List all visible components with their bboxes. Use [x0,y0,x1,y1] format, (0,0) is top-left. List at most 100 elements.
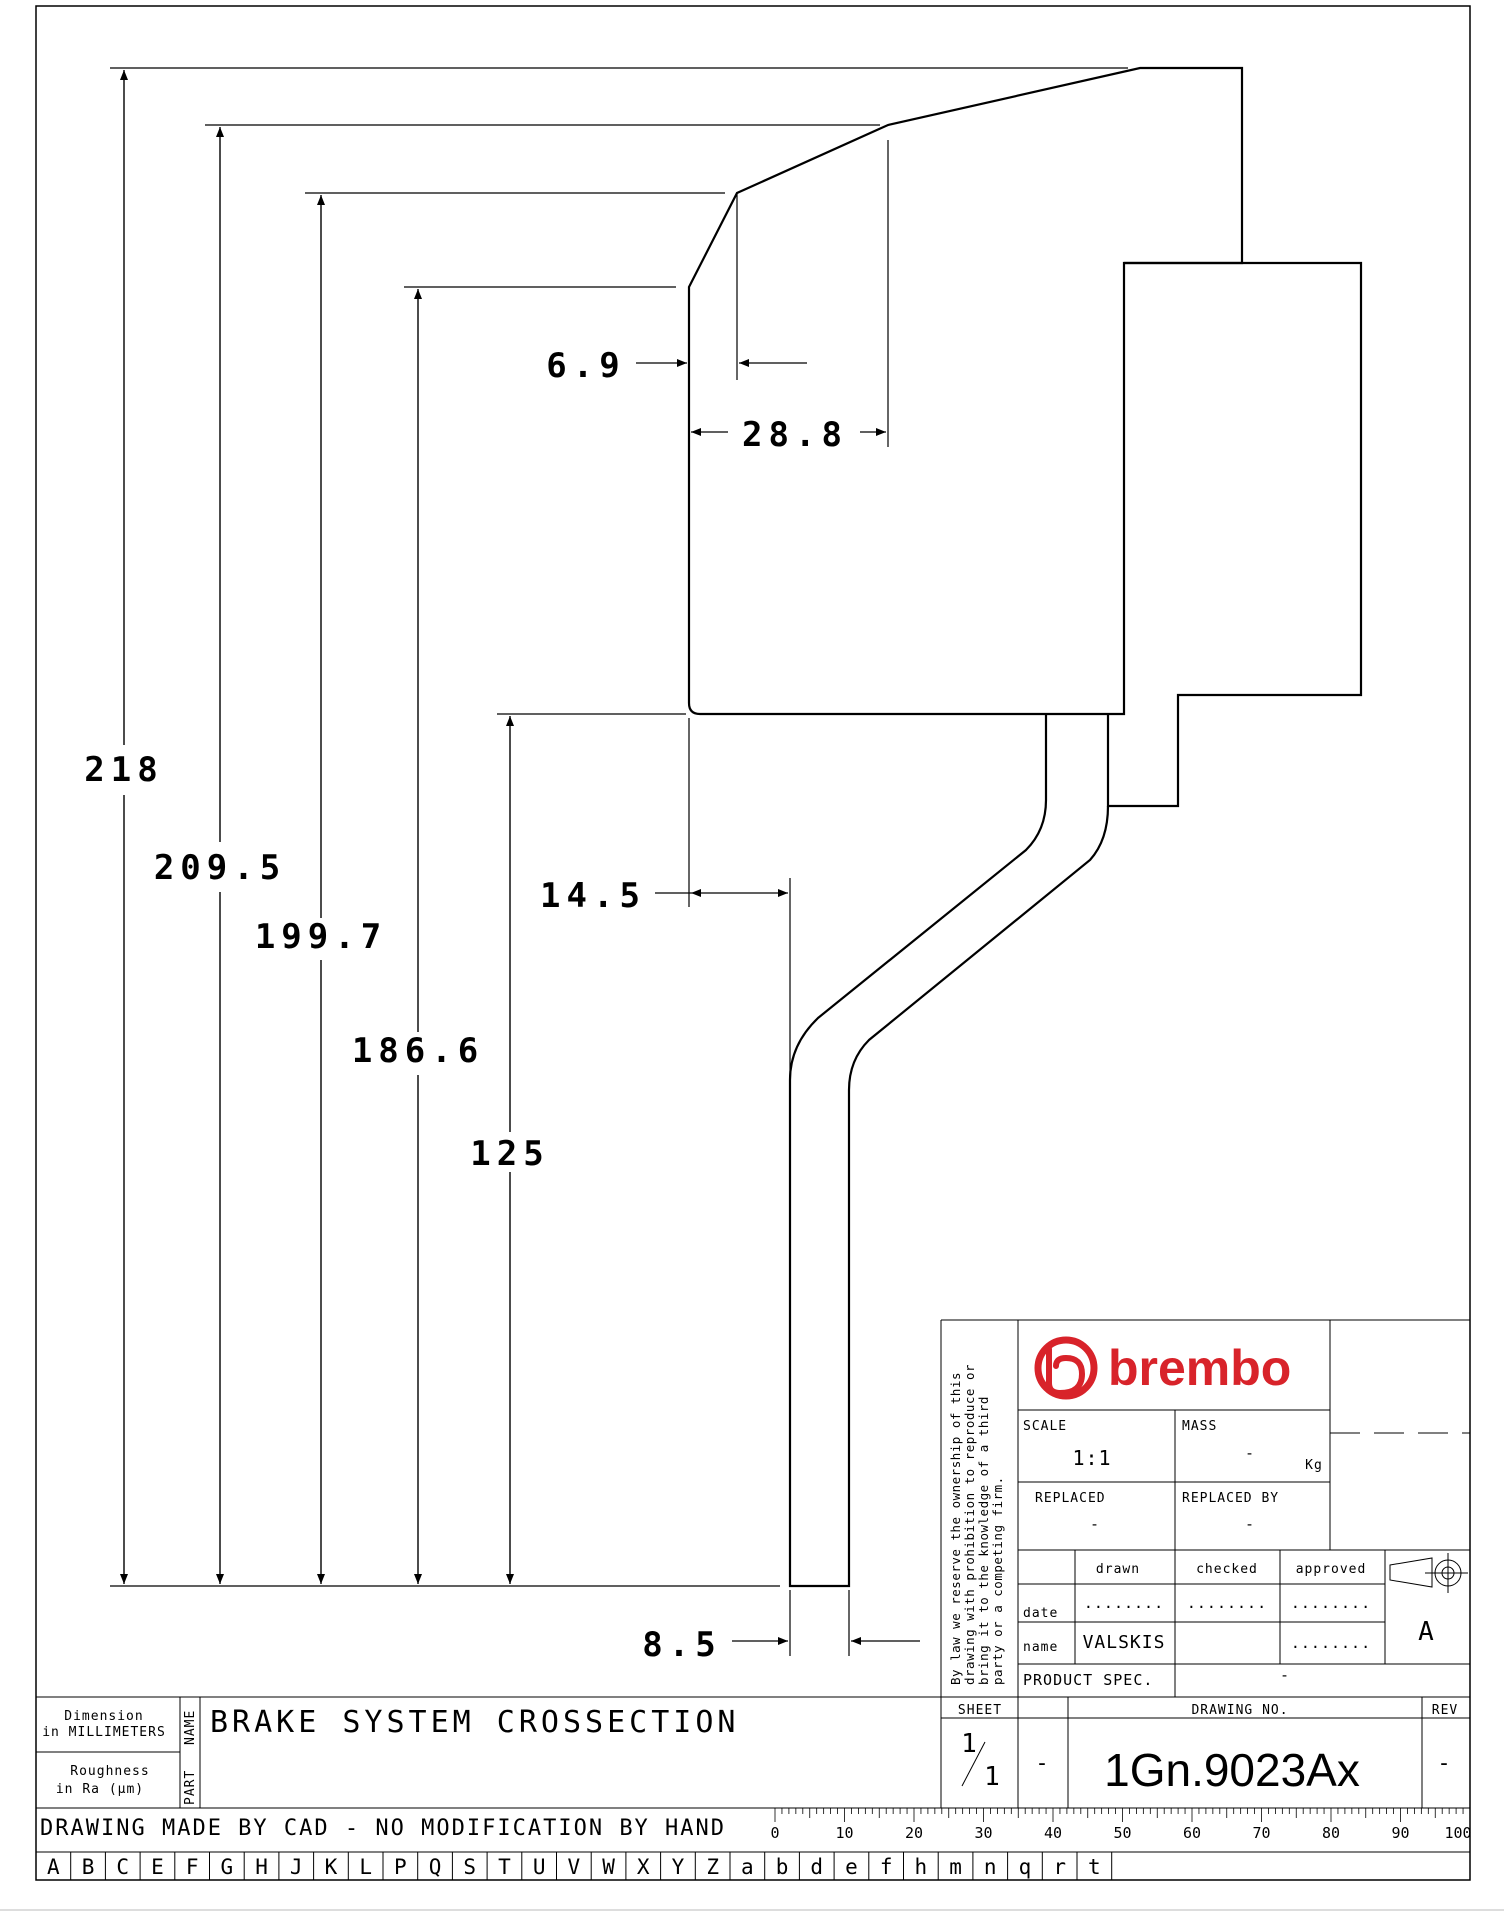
legal-note-line-4: party or a competing firm. [990,1476,1005,1685]
grid-letter: b [776,1855,789,1879]
sheet-number: 1 [961,1729,979,1759]
date-approved: ........ [1291,1594,1371,1612]
ruler-label: 60 [1183,1824,1201,1842]
name-label: name [1023,1640,1058,1655]
grid-letter: L [359,1855,372,1879]
grid-letter: G [221,1855,234,1879]
grid-letter: W [602,1855,615,1879]
sheet-label: SHEET [958,1703,1002,1718]
grid-letter: d [810,1855,823,1879]
replaced-by-label: REPLACED BY [1182,1491,1279,1506]
dimension-199-7: 199.7 [255,192,725,1584]
projection-symbol-icon [1389,1553,1468,1593]
grid-letter: t [1088,1855,1101,1879]
grid-letter: a [741,1855,754,1879]
roughness-note-1: Roughness [70,1764,149,1779]
rev-label: REV [1432,1703,1458,1718]
grid-letter: H [255,1855,268,1879]
mass-label: MASS [1182,1419,1217,1434]
grid-letter: P [394,1855,407,1879]
date-drawn: ........ [1084,1594,1164,1612]
dim-209-5-label: 209.5 [154,848,286,888]
part-name: BRAKE SYSTEM CROSSECTION [210,1705,739,1740]
grid-letter: T [498,1855,511,1879]
ruler-label: 50 [1113,1824,1131,1842]
dim-199-7-label: 199.7 [255,917,387,957]
grid-letter: C [116,1855,129,1879]
grid-letter: Z [706,1855,719,1879]
grid-letter: E [151,1855,164,1879]
ruler-label: 40 [1044,1824,1062,1842]
product-spec-label: PRODUCT SPEC. [1023,1671,1153,1689]
dim-125-label: 125 [470,1134,549,1174]
title-block [36,1319,1470,1853]
drawn-by-name: VALSKIS [1083,1632,1166,1653]
grid-letter: r [1053,1855,1066,1879]
mass-value: - [1245,1444,1255,1462]
sheet-dash: - [1035,1751,1050,1776]
replaced-value: - [1090,1515,1100,1533]
grid-letter: F [186,1855,199,1879]
grid-letter: V [568,1855,581,1879]
dim-28-8-label: 28.8 [742,415,848,455]
grid-letter: m [949,1855,962,1879]
sheet-border [35,5,1471,1881]
rev-value: - [1437,1751,1452,1776]
dimension-14-5: 14.5 [540,718,791,1586]
grid-letter: X [637,1855,650,1879]
ruler-label: 70 [1252,1824,1270,1842]
brembo-logo: brembo [1034,1336,1291,1400]
legal-note-line-3: bring it to the knowledge of a third [976,1396,991,1685]
brembo-logo-mark [1034,1336,1098,1400]
approved-label: approved [1296,1562,1367,1577]
ruler-label: 100 [1444,1824,1471,1842]
dimension-125: 125 [470,713,686,1584]
dimension-186-6: 186.6 [352,286,676,1584]
dimension-6-9: 6.9 [546,193,807,386]
drawing-no-label: DRAWING NO. [1191,1703,1288,1718]
grid-letter: f [880,1855,893,1879]
grid-letter: Y [672,1855,685,1879]
dim-14-5-label: 14.5 [540,876,646,916]
grid-letter: A [47,1855,60,1879]
name-side-label: NAME [183,1710,198,1745]
mass-unit: Kg [1305,1458,1323,1473]
dimension-209-5: 209.5 [154,124,880,1584]
legal-note: By law we reserve the ownership of this … [948,1364,1005,1685]
dimension-note-2: in MILLIMETERS [42,1725,166,1740]
ruler-label: 10 [835,1824,853,1842]
dim-6-9-label: 6.9 [546,346,625,386]
scale-label: SCALE [1023,1419,1067,1434]
brembo-wordmark: brembo [1108,1340,1291,1396]
ruler-label: 30 [974,1824,992,1842]
dimension-note-1: Dimension [64,1709,143,1724]
replaced-by-value: - [1245,1515,1255,1533]
dimension-218: 218 [84,67,1128,1587]
legal-note-line-2: drawing with prohibition to reproduce or [962,1364,977,1685]
grid-letter: h [915,1855,928,1879]
grid-letter: K [325,1855,338,1879]
drawing-number: 1Gn.9023Ax [1104,1744,1360,1796]
legal-note-line-1: By law we reserve the ownership of this [948,1372,963,1685]
grid-letter: U [533,1855,546,1879]
part-side-label: PART [183,1770,198,1805]
ruler-label: 0 [770,1824,779,1842]
name-approved: ........ [1291,1634,1371,1652]
scale-value: 1:1 [1072,1446,1111,1470]
ruler-label: 80 [1322,1824,1340,1842]
cad-note: DRAWING MADE BY CAD - NO MODIFICATION BY… [40,1816,726,1841]
revision-mark: A [1418,1617,1438,1647]
date-checked: ........ [1187,1594,1267,1612]
grid-letter: Q [429,1855,442,1879]
grid-letter: q [1019,1855,1032,1879]
roughness-note-2: in Ra (µm) [56,1782,144,1797]
drawn-label: drawn [1096,1562,1140,1577]
grid-letter: J [290,1855,303,1879]
dim-186-6-label: 186.6 [352,1031,484,1071]
grid-letter: n [984,1855,997,1879]
dimension-28-8: 28.8 [691,140,889,455]
grid-letter: B [82,1855,95,1879]
